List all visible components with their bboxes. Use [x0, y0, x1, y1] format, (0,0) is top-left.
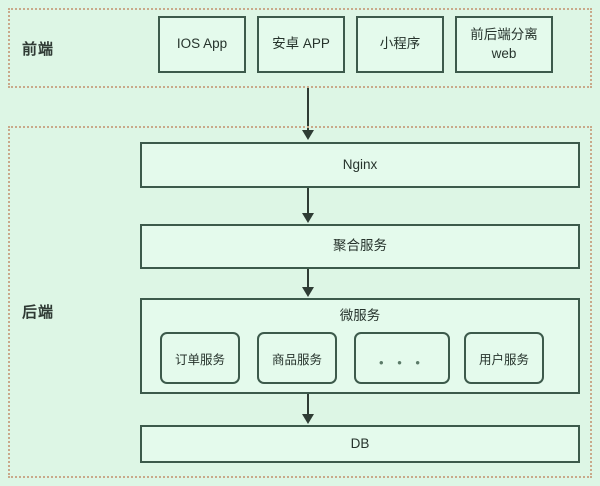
- ellipsis-label: • • •: [379, 354, 425, 370]
- microservices-container: 微服务 订单服务 商品服务 • • • 用户服务: [140, 298, 580, 394]
- arrow-gateway-to-microservices: [307, 269, 309, 288]
- arrow-microservices-to-db: [307, 394, 309, 415]
- microservice-node-user[interactable]: 用户服务: [464, 332, 544, 384]
- frontend-zone-label: 前端: [22, 41, 55, 58]
- microservice-node-product[interactable]: 商品服务: [257, 332, 337, 384]
- aggregation-service-node[interactable]: 聚合服务: [140, 224, 580, 269]
- client-node-ios-app[interactable]: IOS App: [158, 16, 246, 73]
- arrow-clients-to-nginx: [307, 88, 309, 131]
- backend-zone: [8, 126, 592, 478]
- arrow-nginx-to-gateway: [307, 188, 309, 214]
- database-node[interactable]: DB: [140, 425, 580, 463]
- client-node-android-app[interactable]: 安卓 APP: [257, 16, 345, 73]
- microservice-node-order[interactable]: 订单服务: [160, 332, 240, 384]
- backend-zone-label: 后端: [22, 304, 55, 321]
- microservice-node-more[interactable]: • • •: [354, 332, 450, 384]
- microservices-label: 微服务: [339, 308, 381, 323]
- nginx-node[interactable]: Nginx: [140, 142, 580, 188]
- client-node-separated-web[interactable]: 前后端分离 web: [455, 16, 553, 73]
- client-node-mini-program[interactable]: 小程序: [356, 16, 444, 73]
- frontend-zone: [8, 8, 592, 88]
